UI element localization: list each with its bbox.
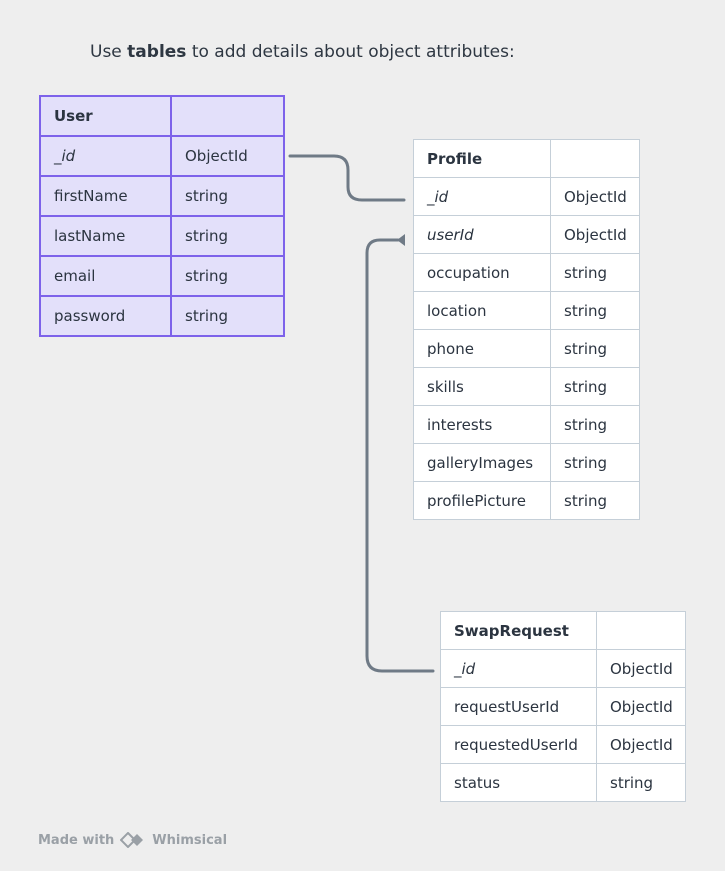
field-name: requestUserId — [440, 687, 597, 726]
field-name: location — [413, 291, 551, 330]
field-name: _id — [39, 135, 172, 177]
field-type: string — [550, 367, 640, 406]
field-type: string — [550, 405, 640, 444]
field-name: skills — [413, 367, 551, 406]
field-type: ObjectId — [170, 135, 285, 177]
field-name: requestedUserId — [440, 725, 597, 764]
field-name: _id — [413, 177, 551, 216]
field-name: password — [39, 295, 172, 337]
field-name: occupation — [413, 253, 551, 292]
connector-profile-swaprequest[interactable] — [365, 238, 435, 673]
field-name: lastName — [39, 215, 172, 257]
table-header-row: Profile — [413, 139, 640, 178]
field-name: interests — [413, 405, 551, 444]
table-header-row: SwapRequest — [440, 611, 686, 650]
field-type: string — [170, 215, 285, 257]
field-type: ObjectId — [550, 177, 640, 216]
field-type: string — [550, 481, 640, 520]
made-with-label: Made with — [38, 832, 115, 848]
field-name: userId — [413, 215, 551, 254]
field-type: string — [170, 295, 285, 337]
field-name: firstName — [39, 175, 172, 217]
whimsical-brand: Whimsical — [152, 832, 228, 848]
connector-user-profile[interactable] — [288, 154, 406, 202]
field-name: profilePicture — [413, 481, 551, 520]
heading-prefix: Use — [90, 42, 128, 62]
table-header-empty — [596, 611, 686, 650]
table-header-empty — [170, 95, 285, 137]
field-type: string — [550, 291, 640, 330]
field-name: phone — [413, 329, 551, 368]
field-type: string — [550, 329, 640, 368]
field-type: ObjectId — [596, 649, 686, 688]
table-title: User — [39, 95, 172, 137]
table-title: Profile — [413, 139, 551, 178]
field-type: ObjectId — [596, 725, 686, 764]
heading-bold: tables — [127, 42, 187, 62]
field-name: _id — [440, 649, 597, 688]
field-type: string — [550, 443, 640, 482]
diagram-heading: Use tables to add details about object a… — [90, 42, 515, 62]
heading-suffix: to add details about object attributes: — [186, 42, 515, 62]
arrowhead-icon — [397, 234, 405, 246]
whimsical-logo-icon — [120, 832, 144, 848]
field-name: email — [39, 255, 172, 297]
made-with-whimsical-badge[interactable]: Made with Whimsical — [38, 832, 227, 848]
field-type: string — [596, 763, 686, 802]
field-type: ObjectId — [596, 687, 686, 726]
field-type: ObjectId — [550, 215, 640, 254]
field-type: string — [170, 175, 285, 217]
table-header-row: User — [39, 95, 285, 137]
table-title: SwapRequest — [440, 611, 597, 650]
field-type: string — [170, 255, 285, 297]
table-header-empty — [550, 139, 640, 178]
field-type: string — [550, 253, 640, 292]
field-name: galleryImages — [413, 443, 551, 482]
field-name: status — [440, 763, 597, 802]
